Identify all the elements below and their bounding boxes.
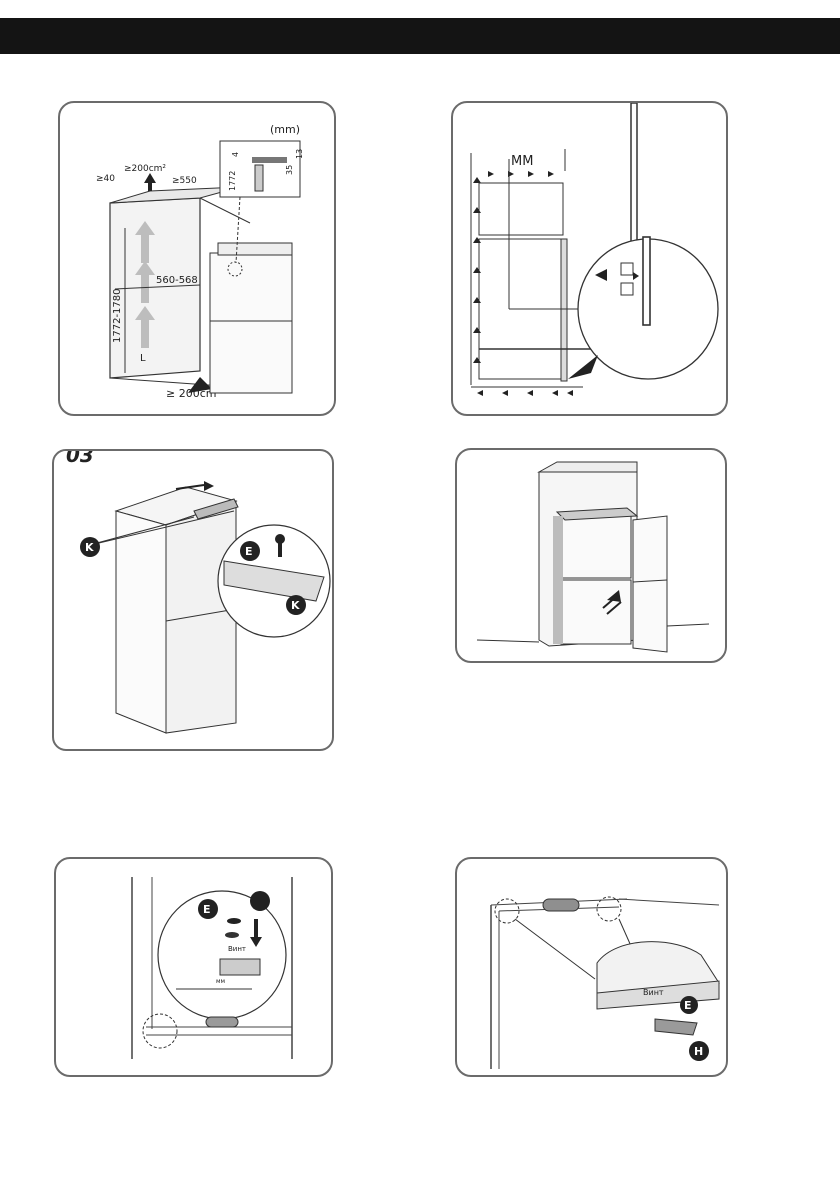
figure-bottom-screw: E Винт мм [54, 857, 333, 1077]
marker-H-label: H [694, 1045, 703, 1058]
marker-E-label: E [684, 999, 692, 1012]
detail-dim-35: 35 [285, 165, 294, 175]
mm-label: MM [511, 154, 533, 169]
figure-niche-dimensions: 1772-1780 560-568 ≥40 ≥200cm² ≥550 L ≥ 2… [58, 101, 336, 416]
dim-top-vent-label: ≥200cm² [124, 164, 166, 174]
screw-label: Винт [228, 945, 246, 953]
niche-dimensions-drawing: 1772-1780 560-568 ≥40 ≥200cm² ≥550 L ≥ 2… [60, 103, 334, 414]
detail-dim-1772: 1772 [228, 171, 237, 191]
dim-height-label: 1772-1780 [112, 288, 123, 343]
dim-depth-label: ≥550 [172, 176, 197, 186]
marker-K-left-label: K [85, 541, 94, 554]
insert-appliance-drawing [457, 450, 725, 661]
marker-E-label: E [203, 903, 211, 916]
marker-K-right-label: K [291, 599, 300, 612]
header-bar [0, 18, 840, 54]
figure-top-screw: Винт E H [455, 857, 728, 1077]
figure-alignment-profile: MM [451, 101, 728, 416]
detail-dim-13: 13 [295, 149, 304, 159]
dim-width-label: 560-568 [156, 275, 198, 286]
dim-bottom-vent-label: ≥ 200cm [166, 387, 216, 400]
dim-side-label: ≥40 [96, 174, 115, 184]
small-mm-label: мм [216, 978, 225, 985]
top-screw-drawing: Винт E H [457, 859, 726, 1075]
label-L: L [140, 353, 146, 364]
bottom-screw-drawing: E Винт мм [56, 859, 331, 1075]
unit-label: (mm) [270, 123, 300, 136]
figure-insert-appliance [455, 448, 727, 663]
marker-E-label: E [245, 545, 253, 558]
alignment-profile-drawing: MM [453, 103, 726, 414]
step-03-drawing: K E K [54, 451, 332, 749]
marker-dark [250, 891, 270, 911]
detail-dim-4: 4 [231, 152, 240, 157]
figure-step-03: 03 K E K [52, 449, 334, 751]
screw-label: Винт [643, 988, 664, 997]
